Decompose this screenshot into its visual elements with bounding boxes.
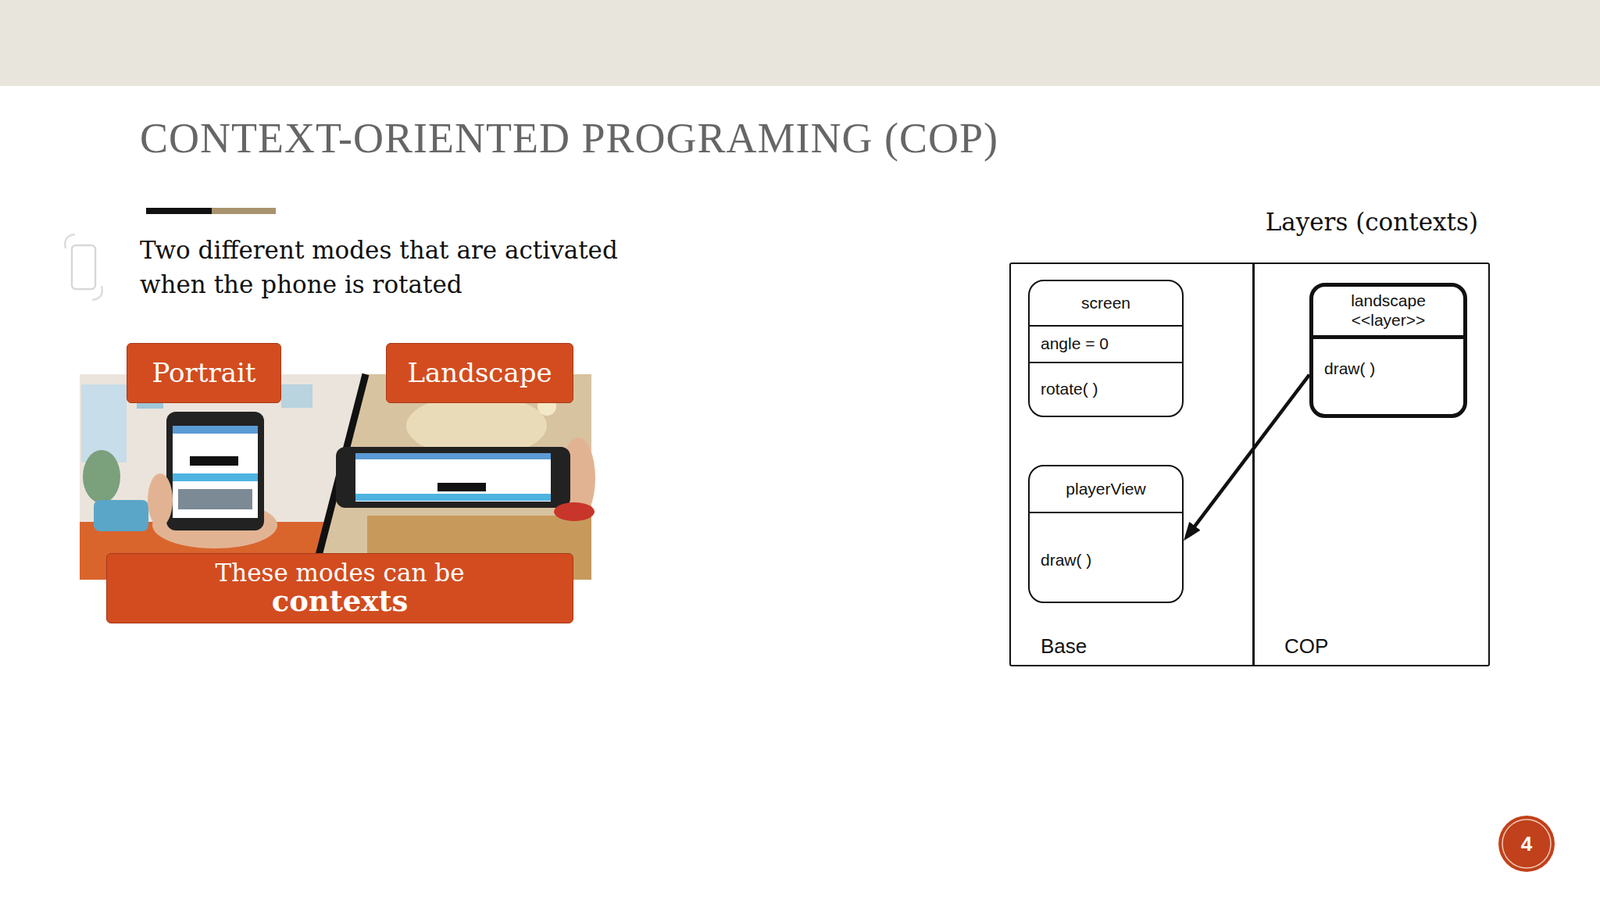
class-name: playerView bbox=[1065, 479, 1146, 500]
class-compartment: rotate( ) bbox=[1029, 361, 1183, 416]
class-name: <<layer>> bbox=[1351, 310, 1426, 331]
layer-box: landscape<<layer>> draw( ) bbox=[1309, 282, 1468, 418]
class-compartment: playerView bbox=[1029, 466, 1183, 512]
panel-label: COP bbox=[1284, 633, 1329, 659]
class-name: screen bbox=[1081, 293, 1131, 314]
photo-nails bbox=[553, 502, 595, 522]
tag-emphasis: contexts bbox=[271, 585, 409, 617]
phone-screen-bar bbox=[172, 473, 258, 482]
class-compartment: draw( ) bbox=[1029, 511, 1183, 602]
class-compartment: angle = 0 bbox=[1029, 325, 1183, 362]
mode-tag: Landscape bbox=[385, 342, 574, 404]
class-compartment: screen bbox=[1029, 281, 1183, 325]
base-panel: screen angle = 0 rotate( ) playerView draw( … bbox=[1010, 264, 1255, 665]
photo-thumb bbox=[147, 473, 173, 527]
page-badge-disc bbox=[1498, 815, 1555, 872]
tag-text: Portrait bbox=[152, 359, 257, 388]
phone-landscape bbox=[335, 446, 571, 508]
phone-icon bbox=[71, 245, 96, 290]
frame-heading: Layers (contexts) bbox=[1265, 206, 1479, 238]
delegation-arrow bbox=[1189, 375, 1310, 534]
class-compartment: draw( ) bbox=[1313, 335, 1464, 415]
rotate-arrow bbox=[64, 234, 75, 249]
phone-screen-bar bbox=[355, 493, 551, 501]
phone-screen bbox=[355, 453, 551, 502]
tag-text: These modes can be bbox=[215, 560, 465, 586]
class-member: rotate( ) bbox=[1040, 379, 1099, 400]
phone-screen-bar bbox=[172, 425, 258, 434]
page-number-text: 4 bbox=[1521, 832, 1533, 857]
top-band bbox=[0, 0, 1600, 86]
phone-screen-image bbox=[178, 489, 253, 510]
note-text: Two different modes that are activated w… bbox=[139, 232, 664, 302]
photo-frame bbox=[281, 384, 313, 408]
class-compartment: landscape<<layer>> bbox=[1313, 286, 1464, 336]
slide-title: CONTEXT-ORIENTED PROGRAMING (COP) bbox=[139, 114, 999, 163]
class-box: screen angle = 0 rotate( ) bbox=[1028, 279, 1184, 418]
panel-label: Base bbox=[1040, 633, 1087, 659]
phone-screen-badge bbox=[437, 482, 486, 492]
class-member: draw( ) bbox=[1324, 359, 1375, 379]
photo-room-right bbox=[310, 374, 592, 580]
class-member: draw( ) bbox=[1040, 550, 1092, 571]
photo-cushion bbox=[93, 500, 149, 532]
accent-bar bbox=[211, 207, 276, 215]
mode-tag: Portrait bbox=[126, 342, 282, 404]
phone-screen-bar bbox=[355, 453, 551, 460]
class-name: landscape bbox=[1350, 291, 1426, 311]
cop-panel: landscape<<layer>> draw( ) COP bbox=[1254, 264, 1488, 665]
page-badge-ring bbox=[1502, 819, 1551, 868]
phone-screen-badge bbox=[189, 456, 239, 466]
layers-frame: screen angle = 0 rotate( ) playerView draw( … bbox=[1009, 262, 1490, 667]
phone-portrait bbox=[166, 411, 265, 531]
class-member: angle = 0 bbox=[1040, 334, 1109, 354]
page-number: 4 bbox=[1497, 814, 1556, 873]
photo-plant bbox=[82, 450, 121, 504]
tag-text: Landscape bbox=[407, 359, 552, 388]
phone-screen bbox=[172, 425, 258, 518]
class-box: playerView draw( ) bbox=[1028, 464, 1184, 604]
accent-bar bbox=[146, 207, 212, 215]
rotate-arrow bbox=[92, 285, 103, 300]
caption-banner: These modes can becontexts bbox=[106, 553, 574, 624]
